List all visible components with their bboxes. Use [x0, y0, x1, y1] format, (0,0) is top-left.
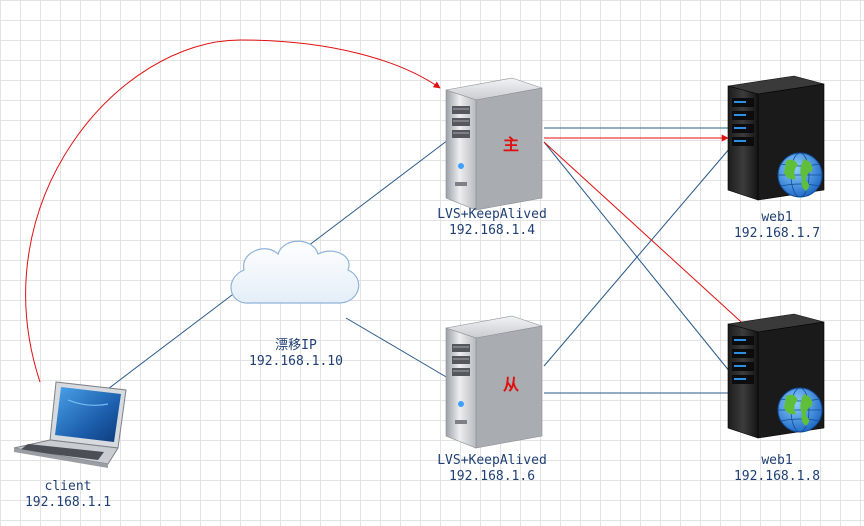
lvs-backup-label: LVS+KeepAlived 192.168.1.6: [437, 453, 547, 485]
connection-lines: [99, 127, 731, 396]
request-flow: [25, 39, 751, 383]
web-bottom-globe-icon: [777, 387, 823, 433]
lvs-backup-ip: 192.168.1.6: [448, 469, 536, 484]
link-cloud-backup: [345, 317, 449, 379]
backup-role-tag: 从: [502, 375, 520, 394]
lvs-backup-server-icon: [445, 315, 543, 449]
link-backup-web-top: [543, 147, 731, 367]
web-bottom-ip: 192.168.1.8: [733, 469, 821, 484]
vip-name: 漂移IP: [275, 338, 317, 353]
lvs-backup-name: LVS+KeepAlived: [437, 453, 547, 468]
web-top-label: web1 192.168.1.7: [734, 210, 820, 242]
link-laptop-cloud: [99, 291, 237, 396]
web-top-globe-icon: [777, 152, 823, 198]
web-bottom-name: web1: [761, 453, 793, 468]
lvs-master-ip: 192.168.1.4: [448, 223, 536, 238]
lvs-master-label: LVS+KeepAlived 192.168.1.4: [437, 207, 547, 239]
lvs-master-name: LVS+KeepAlived: [437, 207, 547, 222]
laptop-icon: [13, 381, 127, 468]
flow-master-to-web-bottom: [543, 141, 751, 331]
web-top-ip: 192.168.1.7: [733, 226, 821, 241]
client-label: client 192.168.1.1: [25, 479, 111, 511]
master-role-tag: 主: [502, 135, 520, 154]
link-cloud-master: [307, 139, 449, 247]
flow-arc-client-to-master: [25, 39, 441, 383]
client-ip: 192.168.1.1: [24, 495, 112, 510]
vip-label: 漂移IP 192.168.1.10: [249, 338, 343, 370]
web-top-name: web1: [761, 210, 793, 225]
lvs-master-server-icon: [445, 77, 543, 211]
vip-ip: 192.168.1.10: [249, 354, 343, 369]
cloud-icon: [230, 240, 360, 304]
client-name: client: [44, 479, 92, 494]
web-bottom-label: web1 192.168.1.8: [734, 453, 820, 485]
